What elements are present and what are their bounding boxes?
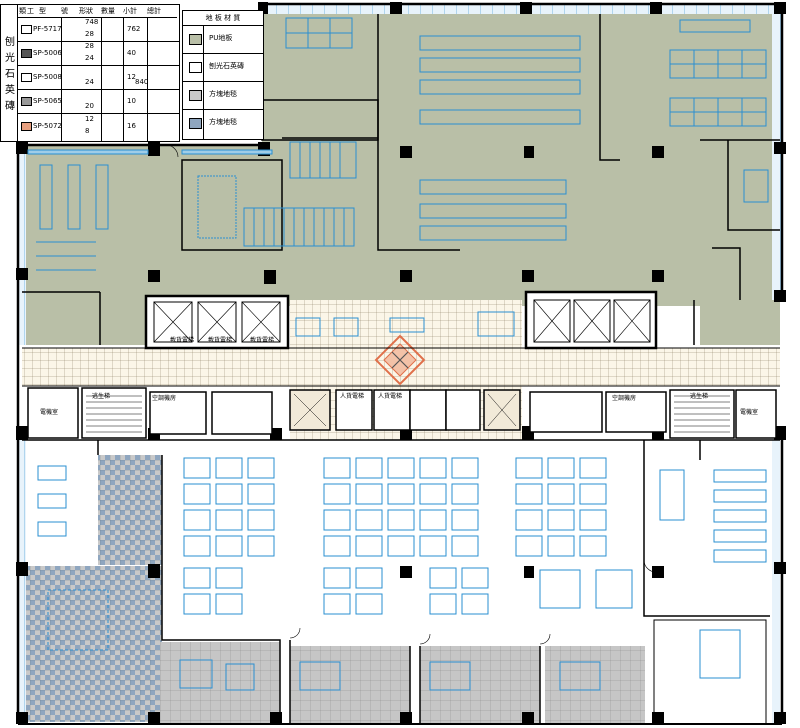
left-lower-window-band bbox=[18, 440, 26, 724]
legend-swatch bbox=[21, 49, 32, 58]
legend-header-number: 號 bbox=[61, 7, 68, 15]
floor-legend-item: 方塊地毯 bbox=[183, 109, 263, 137]
legend-subtotal: 762 bbox=[127, 25, 141, 33]
carpet-zone-bottom-2 bbox=[290, 646, 410, 724]
legend-shape-qty: 748 bbox=[85, 18, 99, 26]
legend-header-subtotal: 小計 bbox=[123, 7, 137, 15]
legend-shape-qty: 28 bbox=[85, 42, 94, 50]
legend-row: SP-5065 20 10 bbox=[17, 89, 179, 114]
floor-legend-label: 刨光石英磚 bbox=[209, 62, 244, 70]
legend-product-code: SP-5006 bbox=[33, 49, 62, 57]
legend-row: SP-5008 24 12 bbox=[17, 65, 179, 90]
floor-legend-title: 地 板 材 質 bbox=[183, 11, 263, 26]
legend-product-code: SP-5072 bbox=[33, 122, 62, 130]
carpet-zone-left-upper bbox=[98, 455, 162, 565]
left-upper-window-band bbox=[18, 145, 26, 345]
lower-interior-walls bbox=[97, 440, 770, 724]
meeting-room-bottom-right bbox=[653, 619, 767, 725]
right-lower-window-band bbox=[772, 440, 780, 724]
floor-legend-swatch bbox=[189, 90, 202, 101]
legend-shape-qty: 8 bbox=[85, 127, 90, 135]
workstations-lower bbox=[37, 457, 767, 691]
lobby-furniture bbox=[295, 311, 515, 337]
legend-product-code: PF-5717 bbox=[33, 25, 62, 33]
legend-swatch bbox=[21, 122, 32, 131]
legend-product-code: SP-5065 bbox=[33, 97, 62, 105]
carpet-zone-left-lower bbox=[26, 566, 162, 722]
legend-header-total: 總計 bbox=[147, 7, 161, 15]
legend-shape-qty: 28 bbox=[85, 30, 94, 38]
label-stair-right: 逃生梯 bbox=[690, 392, 708, 400]
floor-legend-item: 刨光石英磚 bbox=[183, 53, 263, 82]
floor-legend-swatch bbox=[189, 118, 202, 129]
floor-legend-swatch bbox=[189, 34, 202, 45]
elevator-core-right bbox=[524, 290, 658, 350]
elevator-core-left bbox=[144, 294, 290, 350]
legend-subtotal: 40 bbox=[127, 49, 136, 57]
legend-header-type: 型 bbox=[39, 7, 46, 15]
label-electric-left: 電機室 bbox=[40, 408, 58, 416]
legend-subtotal: 12 bbox=[127, 73, 136, 81]
legend-shape-qty: 20 bbox=[85, 102, 94, 110]
legend-swatch bbox=[21, 97, 32, 106]
legend-header-class: 類 bbox=[19, 7, 26, 15]
carpet-zone-bottom-4 bbox=[545, 646, 645, 724]
service-rooms bbox=[27, 387, 777, 439]
label-electric-right: 電機室 bbox=[740, 408, 758, 416]
legend-swatch bbox=[21, 25, 32, 34]
floor-legend-label: 方塊地毯 bbox=[209, 90, 237, 98]
legend-shape-qty: 12 bbox=[85, 115, 94, 123]
legend-swatch bbox=[21, 73, 32, 82]
right-window-band bbox=[772, 10, 782, 300]
label-freight-lift-3: 載貨電梯 bbox=[250, 336, 274, 344]
legend-header-row: 類 工 型 號 形狀 數量 小計 總計 bbox=[17, 7, 177, 18]
lobby-accent-diamond bbox=[374, 334, 426, 386]
floor-legend-label: PU地板 bbox=[209, 34, 233, 42]
carpet-zone-bottom-1 bbox=[160, 642, 280, 724]
label-freight-lift-1: 載貨電梯 bbox=[170, 336, 194, 344]
structural-columns bbox=[16, 2, 786, 724]
legend-row: PF-5717 748 28 762 bbox=[17, 17, 179, 42]
floor-legend-label: 方塊地毯 bbox=[209, 118, 237, 126]
legend-subtotal: 16 bbox=[127, 122, 136, 130]
legend-vertical-title: 刨光石英磚 bbox=[5, 37, 15, 112]
label-aircon-left: 空調機房 bbox=[152, 394, 176, 402]
label-passenger-lift-1: 人貨電梯 bbox=[340, 392, 364, 400]
legend-header-shape: 形狀 bbox=[79, 7, 93, 15]
floor-legend-item: PU地板 bbox=[183, 25, 263, 54]
legend-header-qty: 數量 bbox=[101, 7, 115, 15]
legend-row: SP-5006 28 24 40 bbox=[17, 41, 179, 66]
label-stair-left: 逃生梯 bbox=[92, 392, 110, 400]
stair-hatching bbox=[86, 393, 730, 433]
legend-header-work: 工 bbox=[27, 7, 34, 15]
legend-shape-qty: 24 bbox=[85, 54, 94, 62]
legend-row: SP-5072 12 8 16 bbox=[17, 113, 179, 139]
carpet-zone-bottom-3 bbox=[420, 646, 540, 724]
legend-product-code: SP-5008 bbox=[33, 73, 62, 81]
door-swings bbox=[165, 144, 657, 645]
legend-shape-qty: 24 bbox=[85, 78, 94, 86]
label-passenger-lift-2: 人貨電梯 bbox=[378, 392, 402, 400]
upper-furniture bbox=[27, 17, 769, 271]
legend-grand-total: 840 bbox=[135, 78, 149, 86]
product-legend: 刨光石英磚 類 工 型 號 形狀 數量 小計 總計 PF-5717 748 28… bbox=[0, 4, 180, 142]
label-aircon-right: 空調機房 bbox=[612, 394, 636, 402]
floor-legend-swatch bbox=[189, 62, 202, 73]
floor-legend-item: 方塊地毯 bbox=[183, 81, 263, 110]
label-freight-lift-2: 載貨電梯 bbox=[208, 336, 232, 344]
legend-subtotal: 10 bbox=[127, 97, 136, 105]
floor-material-legend: 地 板 材 質 PU地板 刨光石英磚 方塊地毯 方塊地毯 bbox=[182, 10, 264, 140]
upper-interior-walls bbox=[22, 14, 780, 345]
